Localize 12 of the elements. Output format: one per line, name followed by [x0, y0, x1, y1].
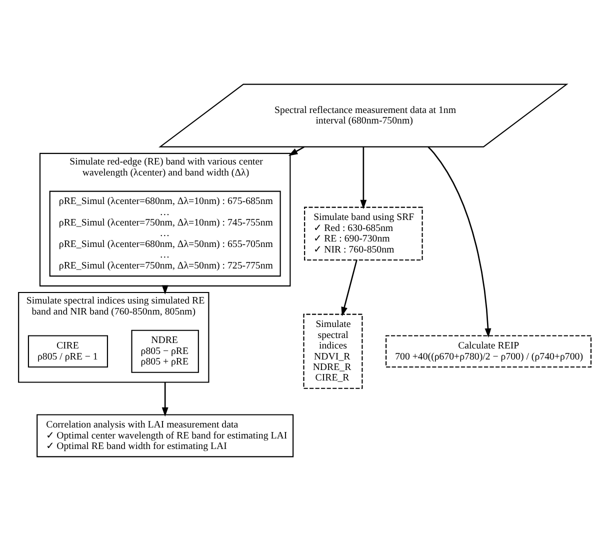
node-box: Calculate REIP 700 +40((ρ670+ρ780)/2 − ρ700) / (ρ740+ρ700) [386, 335, 592, 368]
node-box: ρRE_Simul (λcenter=680nm, Δλ=10nm) : 675-685nm … ρRE_Simul (λcenter=750nm, Δλ=10nm) : 745-755nm … ρRE_Simul (λcenter=680nm, Δλ=50nm) : 655-705nm … ρRE_Simul (λcenter=750nm, Δλ=50nm) : 725-775nm [49, 190, 281, 277]
arrow [360, 147, 367, 210]
arrow [288, 146, 304, 156]
node-box: Simulate band using SRF ✓ Red : 630-685nm ✓ RE : 690-730nm ✓ NIR : 760-850nm [304, 206, 423, 261]
node-box: NDRE ρ805 − ρRE ρ805 + ρRE [131, 330, 199, 373]
arrow [162, 382, 168, 417]
arrow [428, 146, 492, 338]
arrow [341, 260, 358, 316]
node-box: Correlation analysis with LAI measurement data ✓ Optimal center wavelength of RE band for estimating LAI ✓ Optimal RE band width for estimating LAI [36, 414, 294, 458]
node-box: CIRE ρ805 / ρRE − 1 [28, 335, 108, 368]
node-box: Simulate spectral indices NDVI_R NDRE_R CIRE_R [303, 314, 363, 389]
